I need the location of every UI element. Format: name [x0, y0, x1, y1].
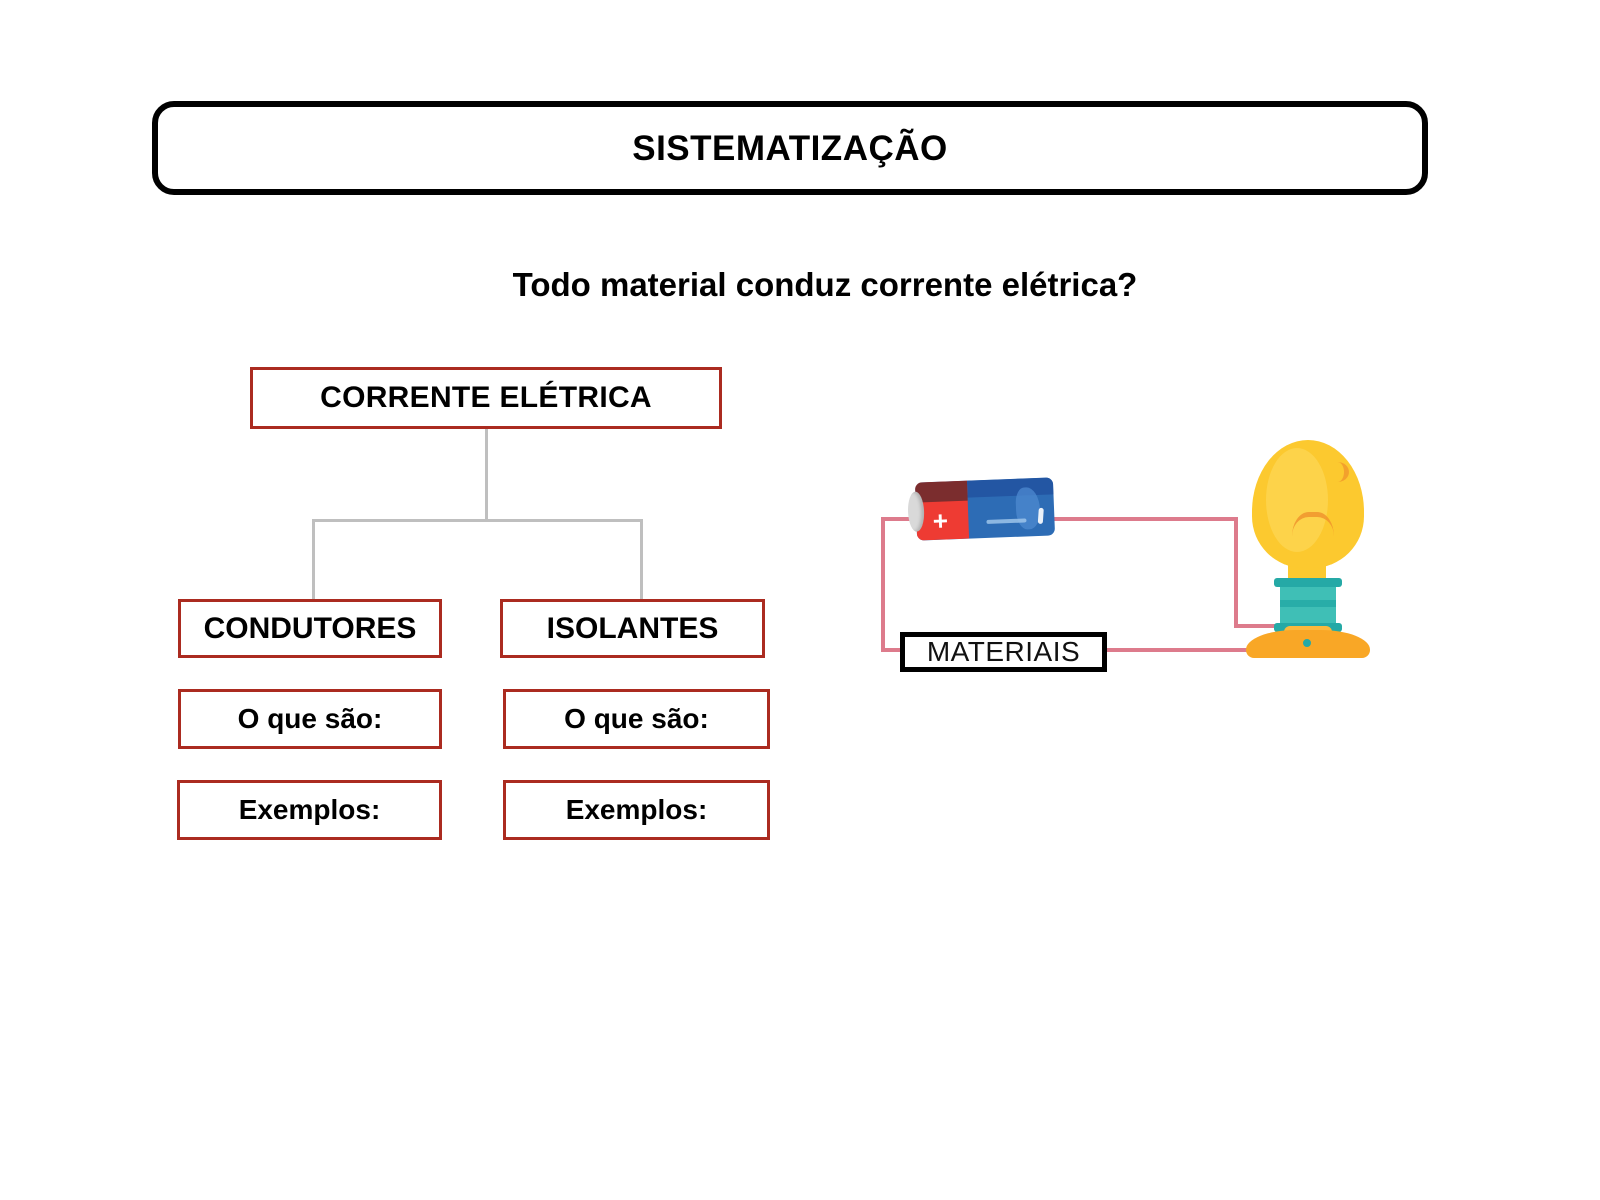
node-corrente-eletrica[interactable]: CORRENTE ELÉTRICA: [250, 367, 722, 429]
node-condutores-exemplos[interactable]: Exemplos:: [177, 780, 442, 840]
connector-branch-right: [640, 519, 643, 600]
node-condutores-exemplos-label: Exemplos:: [238, 794, 381, 825]
battery-red-shade: [914, 480, 968, 503]
question-heading: Todo material conduz corrente elétrica?: [0, 266, 1600, 304]
node-isolantes-exemplos[interactable]: Exemplos:: [503, 780, 770, 840]
wire-right-vertical: [1234, 517, 1238, 628]
node-isolantes-o-que-sao-label: O que são:: [564, 703, 709, 734]
bulb-contact-point: [1300, 636, 1314, 650]
bulb-filament: [1292, 512, 1334, 539]
node-condutores-label: CONDUTORES: [203, 611, 417, 645]
battery-stripe-2: [1037, 507, 1044, 525]
node-isolantes-label: ISOLANTES: [546, 611, 719, 645]
battery-blue-shade: [966, 477, 1054, 498]
node-condutores-o-que-sao-label: O que são:: [237, 703, 383, 734]
question-text: Todo material conduz corrente elétrica?: [512, 266, 1138, 303]
materiais-label: MATERIAIS: [926, 636, 1081, 667]
wire-battery-right: [1046, 517, 1238, 521]
page-title: SISTEMATIZAÇÃO: [632, 128, 948, 168]
wire-bottom-right: [1107, 648, 1337, 652]
node-condutores[interactable]: CONDUTORES: [178, 599, 442, 658]
light-bulb-icon: [1240, 440, 1370, 658]
battery-body: +: [914, 477, 1056, 541]
node-condutores-o-que-sao[interactable]: O que são:: [178, 689, 442, 749]
battery-plus-sign: +: [932, 505, 949, 537]
bulb-glint: [1326, 462, 1349, 482]
node-isolantes-exemplos-label: Exemplos:: [565, 794, 708, 825]
battery-icon: +: [907, 477, 1056, 541]
bulb-screw-ring-top: [1274, 578, 1342, 587]
node-isolantes[interactable]: ISOLANTES: [500, 599, 765, 658]
bulb-screw-ring-mid: [1280, 600, 1336, 607]
connector-horizontal: [312, 519, 643, 522]
node-corrente-eletrica-label: CORRENTE ELÉTRICA: [320, 381, 652, 414]
wire-left-vertical: [881, 517, 885, 652]
node-isolantes-o-que-sao[interactable]: O que são:: [503, 689, 770, 749]
materiais-label-box: MATERIAIS: [900, 632, 1107, 672]
circuit-illustration: +: [840, 430, 1440, 700]
wire-to-bulb-base: [1234, 624, 1296, 628]
connector-root-vertical: [485, 429, 488, 521]
connector-branch-left: [312, 519, 315, 600]
wire-battery-left: [881, 517, 931, 521]
title-banner: SISTEMATIZAÇÃO: [152, 101, 1428, 195]
